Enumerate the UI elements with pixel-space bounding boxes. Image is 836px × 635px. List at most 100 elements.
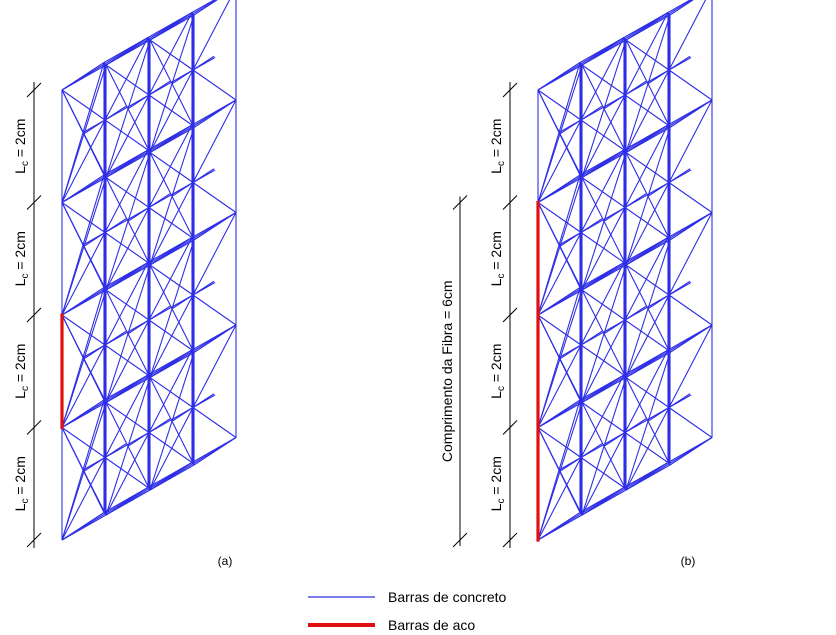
concrete-bar: [537, 89, 581, 176]
concrete-bar: [668, 99, 713, 183]
concrete-bar: [61, 119, 106, 203]
concrete-bar: [104, 232, 149, 263]
concrete-bar: [581, 402, 627, 491]
concrete-bar: [581, 177, 627, 266]
concrete-bar: [624, 319, 669, 351]
segment-length-label: Lc = 2cm: [12, 119, 31, 174]
concrete-bar: [625, 152, 671, 241]
concrete-bar: [579, 437, 713, 513]
dimension-tick: [26, 532, 42, 548]
concrete-bar: [580, 232, 625, 263]
concrete-bar: [149, 407, 194, 491]
segment-length-label: Lc = 2cm: [488, 231, 507, 286]
concrete-bar: [581, 289, 627, 378]
fiber-dimension-tick: [452, 195, 468, 210]
concrete-bar: [61, 457, 106, 541]
concrete-bar: [579, 212, 713, 288]
legend-concrete-label: Barras de concreto: [388, 589, 506, 605]
concrete-bar: [105, 64, 150, 96]
concrete-bar: [148, 319, 193, 351]
concrete-bar: [625, 264, 671, 353]
concrete-bar: [581, 64, 627, 153]
segment-length-label: Lc = 2cm: [12, 344, 31, 399]
concrete-bar: [149, 264, 194, 296]
concrete-bar: [193, 0, 218, 16]
concrete-bar: [192, 324, 237, 408]
concrete-bar: [105, 207, 150, 291]
concrete-bar: [668, 69, 713, 101]
concrete-bar: [537, 457, 582, 541]
concrete-bar: [668, 324, 713, 408]
concrete-bar: [192, 0, 231, 71]
concrete-bar: [581, 289, 626, 321]
dimension-tick: [26, 82, 42, 98]
concrete-bar: [149, 294, 194, 378]
concrete-bar: [625, 264, 670, 296]
concrete-bar: [149, 377, 194, 408]
concrete-bar: [148, 207, 193, 238]
concrete-bar: [624, 207, 669, 238]
concrete-bar: [537, 119, 582, 203]
concrete-bar: [581, 402, 626, 433]
concrete-bar: [579, 324, 713, 401]
concrete-bar: [537, 127, 671, 203]
concrete-bar: [537, 427, 582, 458]
concrete-bar: [149, 264, 195, 353]
concrete-bar: [580, 119, 625, 151]
concrete-bar: [625, 69, 670, 153]
concrete-bar: [625, 294, 670, 378]
caption-a: (a): [218, 554, 233, 568]
concrete-bar: [61, 89, 106, 121]
concrete-bar: [192, 212, 237, 296]
concrete-bar: [61, 89, 105, 176]
concrete-bar: [625, 39, 671, 128]
concrete-bar: [580, 344, 625, 376]
concrete-bar: [581, 319, 626, 403]
segment-length-label: Lc = 2cm: [488, 344, 507, 399]
concrete-bar: [581, 64, 626, 96]
concrete-bar: [537, 314, 582, 346]
concrete-bars-group: [537, 0, 713, 541]
legend-steel-label: Barras de aco: [388, 617, 475, 633]
concrete-bar: [537, 344, 582, 428]
concrete-bar: [61, 14, 195, 91]
concrete-bar: [61, 314, 105, 401]
concrete-bar: [625, 377, 671, 466]
segment-length-label: Lc = 2cm: [12, 456, 31, 511]
concrete-bar: [61, 202, 105, 288]
concrete-bar: [61, 202, 106, 233]
concrete-bar: [149, 69, 194, 153]
concrete-bar: [105, 177, 150, 208]
concrete-bar: [105, 319, 150, 403]
concrete-bar: [105, 402, 150, 433]
dimension-tick: [502, 82, 518, 98]
concrete-bar: [103, 0, 216, 63]
concrete-bar: [581, 177, 626, 208]
concrete-bar: [579, 0, 692, 63]
concrete-bar: [192, 294, 237, 326]
concrete-bar: [103, 437, 237, 513]
concrete-bar: [149, 39, 194, 71]
concrete-bar: [625, 407, 670, 491]
concrete-bar: [581, 432, 626, 516]
concrete-bar: [61, 239, 195, 316]
concrete-bar: [668, 407, 713, 438]
concrete-bar: [579, 99, 713, 176]
concrete-bar: [103, 99, 237, 176]
concrete-bar: [105, 289, 150, 321]
concrete-bar: [61, 427, 106, 458]
concrete-bar: [104, 344, 149, 376]
concrete-bar: [103, 324, 237, 401]
concrete-bar: [149, 152, 194, 183]
concrete-bar: [105, 64, 151, 153]
concrete-bar: [668, 0, 707, 71]
concrete-bar: [581, 207, 626, 291]
concrete-bar: [192, 407, 237, 438]
concrete-bar: [149, 377, 195, 466]
concrete-bar: [149, 39, 195, 128]
concrete-bar: [105, 432, 150, 516]
concrete-bar: [537, 232, 582, 316]
